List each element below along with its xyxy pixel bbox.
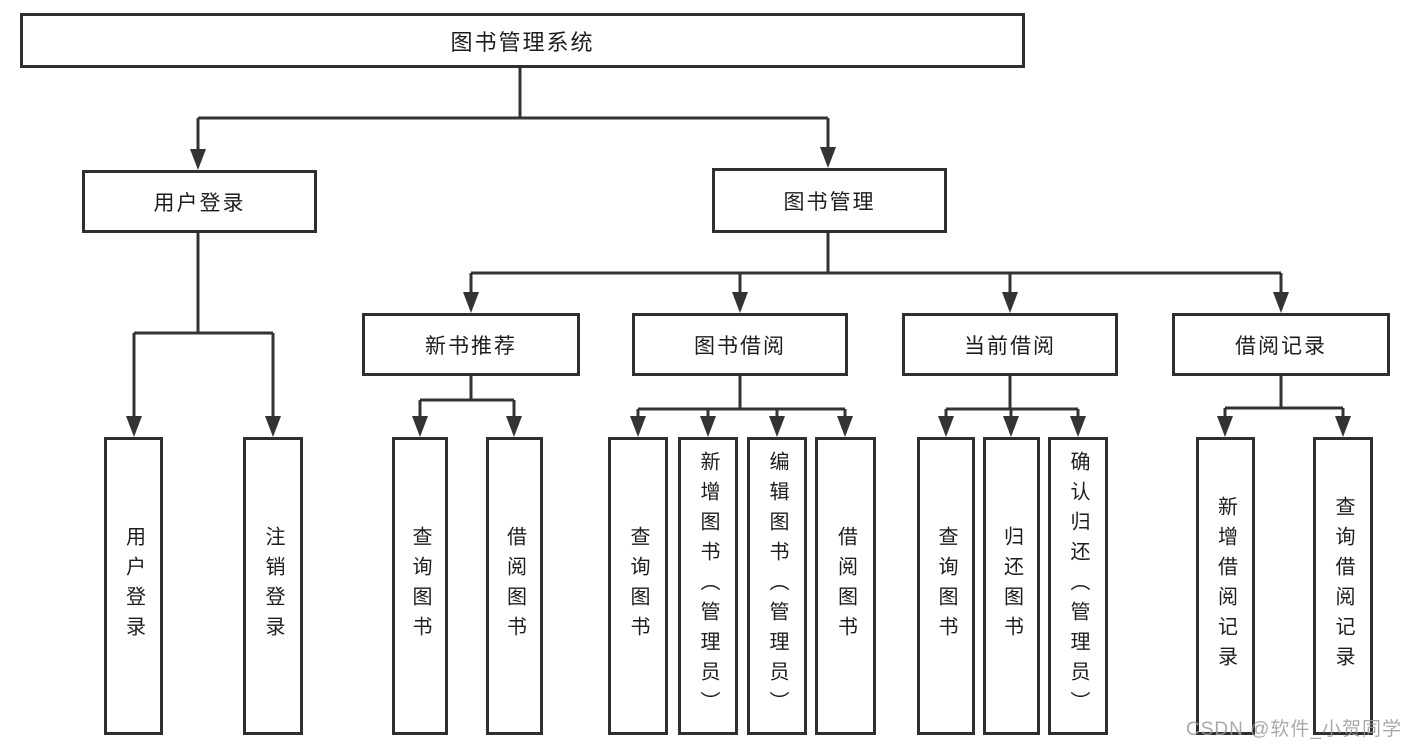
leaf-confirm-return-admin: 确认归还（管理员） — [1048, 437, 1108, 735]
node-current-borrow: 当前借阅 — [902, 313, 1118, 376]
leaf-user-login: 用户登录 — [104, 437, 163, 735]
leaf-logout: 注销登录 — [243, 437, 303, 735]
node-user-login: 用户登录 — [82, 170, 317, 233]
node-borrow-record: 借阅记录 — [1172, 313, 1390, 376]
node-library-management-system: 图书管理系统 — [20, 13, 1025, 68]
leaf-add-borrow-record: 新增借阅记录 — [1196, 437, 1255, 735]
leaf-query-books-recommend: 查询图书 — [392, 437, 448, 735]
leaf-query-borrow-record: 查询借阅记录 — [1313, 437, 1373, 735]
node-book-management: 图书管理 — [712, 168, 947, 233]
node-book-borrow: 图书借阅 — [632, 313, 848, 376]
leaf-edit-books-admin: 编辑图书（管理员） — [747, 437, 807, 735]
csdn-watermark: CSDN @软件_小贺同学 — [1186, 719, 1402, 740]
leaf-return-books: 归还图书 — [983, 437, 1040, 735]
node-new-book-recommend: 新书推荐 — [362, 313, 580, 376]
leaf-borrow-books: 借阅图书 — [815, 437, 876, 735]
leaf-borrow-books-recommend: 借阅图书 — [486, 437, 543, 735]
leaf-query-books-borrow: 查询图书 — [608, 437, 668, 735]
leaf-add-books-admin: 新增图书（管理员） — [678, 437, 738, 735]
leaf-query-books-current: 查询图书 — [917, 437, 975, 735]
